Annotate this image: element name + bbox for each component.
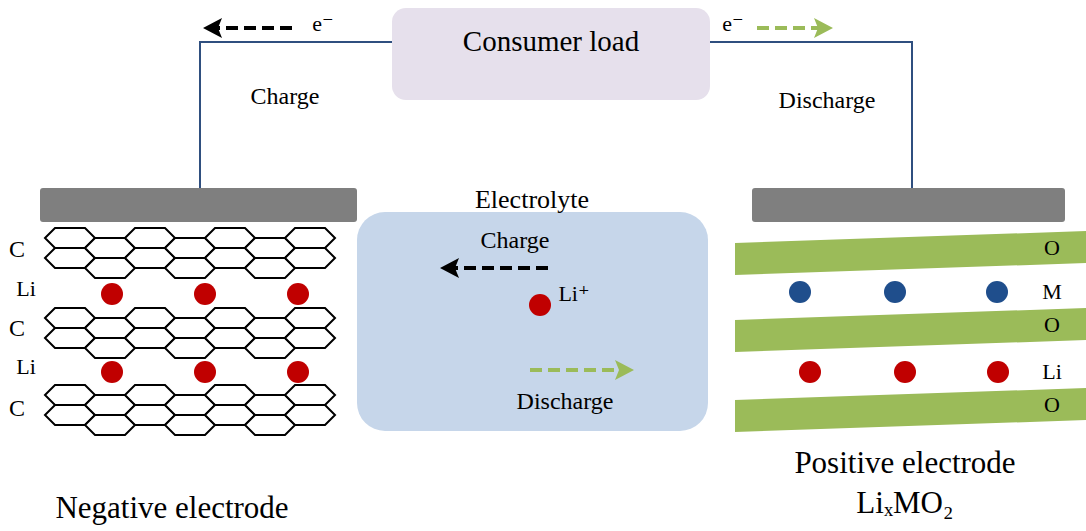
current-collector <box>752 188 1065 222</box>
lithium-ion <box>194 361 216 383</box>
arrow-head <box>440 258 459 278</box>
lithium-ion <box>194 283 216 305</box>
wire <box>710 42 912 188</box>
discharge-label: Discharge <box>517 388 614 414</box>
discharge-arrow <box>530 368 619 372</box>
arrow-head <box>203 18 222 38</box>
ion-label: Li⁺ <box>558 282 589 306</box>
oxide-layer <box>735 388 1086 432</box>
electrolyte-region: ElectrolyteChargeLi⁺ Discharge <box>357 180 708 431</box>
electron-label: e⁻ <box>722 12 743 36</box>
metal-atom <box>986 281 1008 303</box>
discharge-label: Discharge <box>779 87 876 113</box>
carbon-ring <box>285 328 335 348</box>
load-name: Consumer load <box>463 26 639 58</box>
carbon-ring <box>285 248 335 268</box>
metal-atom <box>789 281 811 303</box>
graphite-layers <box>45 228 335 435</box>
charge-label: Charge <box>481 227 550 253</box>
lithium-ion <box>799 361 821 383</box>
lithium-ion <box>894 361 916 383</box>
wire <box>200 42 392 188</box>
metal-label: M <box>1042 280 1062 304</box>
arrow-head <box>615 360 634 380</box>
oxygen-label: O <box>1044 313 1060 337</box>
metal-atom <box>884 281 906 303</box>
carbon-ring <box>285 228 335 248</box>
charge-arrow <box>218 26 292 30</box>
lithium-ion <box>987 361 1009 383</box>
lithium-ion <box>101 283 123 305</box>
carbon-label: C <box>9 395 25 421</box>
electrolyte-fill <box>357 212 708 431</box>
lithium-ion <box>287 283 309 305</box>
current-collector <box>40 188 357 222</box>
lithium-ion <box>529 294 551 316</box>
region-heading: Electrolyte <box>475 186 589 215</box>
oxygen-label: O <box>1044 236 1060 260</box>
load-box: Consumer load <box>392 8 710 100</box>
lithium-label: Li <box>1042 360 1062 384</box>
oxide-layer <box>735 308 1086 352</box>
lithium-ion <box>287 361 309 383</box>
discharge-arrow <box>757 26 818 30</box>
oxide-layer <box>735 231 1086 275</box>
lithium-ion <box>101 361 123 383</box>
charge-arrow <box>455 266 548 270</box>
carbon-label: C <box>9 236 25 262</box>
arrow-head <box>814 18 833 38</box>
carbon-label: C <box>9 315 25 341</box>
oxygen-label: O <box>1044 393 1060 417</box>
carbon-ring <box>285 405 335 425</box>
electrode-name: Negative electrode <box>55 491 288 525</box>
lithium-label: Li <box>16 355 36 379</box>
electrode-name: Positive electrode <box>794 446 1015 480</box>
carbon-ring <box>285 385 335 405</box>
electron-label: e⁻ <box>312 12 333 36</box>
charge-label: Charge <box>251 83 320 109</box>
formula-label: LiₓMO₂ <box>856 486 953 520</box>
carbon-ring <box>285 308 335 328</box>
lithium-label: Li <box>16 277 36 301</box>
